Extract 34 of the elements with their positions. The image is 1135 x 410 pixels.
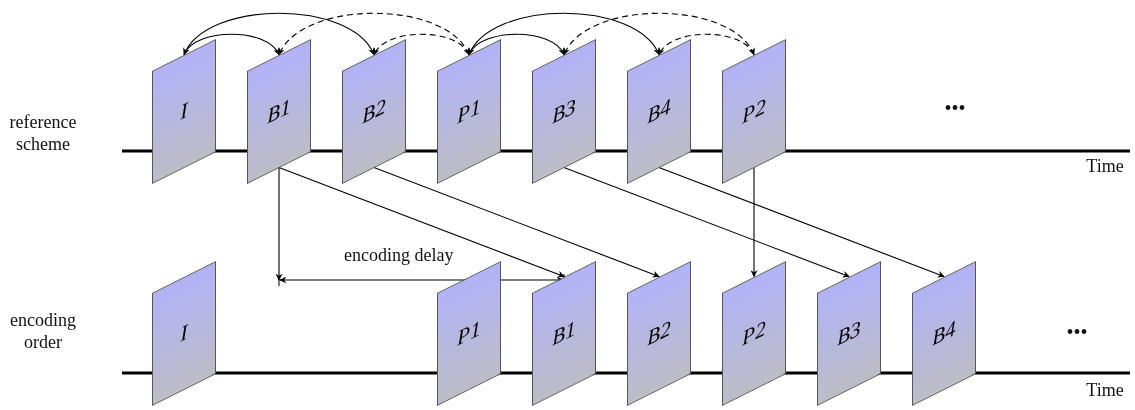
arrow (563, 166, 850, 278)
frame-label: B2 (647, 314, 671, 352)
arrow (373, 166, 660, 278)
frame-parallelogram (247, 38, 311, 184)
arrow (278, 12, 470, 56)
ellipsis: ••• (1065, 320, 1089, 344)
frame-label: B1 (267, 92, 291, 130)
frame-label: P1 (457, 92, 481, 130)
frame-label: P2 (742, 314, 766, 352)
axis-label: Time (1085, 380, 1125, 402)
frame-label: B4 (932, 314, 956, 352)
frame-parallelogram (437, 38, 501, 184)
arrow (658, 166, 945, 278)
ellipsis: ••• (943, 96, 967, 120)
axis-label: Time (1085, 156, 1125, 178)
descriptive-label: reference scheme (8, 112, 78, 156)
dimension-label: encoding delay (344, 245, 455, 267)
arrow (468, 12, 660, 56)
arrow (750, 166, 758, 278)
frame-label: P2 (742, 92, 766, 130)
frame-label: P1 (457, 314, 481, 352)
frame-label: B1 (552, 314, 576, 352)
frame-label: I (180, 96, 188, 126)
frame-label: B4 (647, 92, 671, 130)
arrow (373, 33, 470, 56)
arrow (563, 12, 755, 56)
arrow (658, 33, 755, 56)
frame-label: B2 (362, 92, 386, 130)
frame-parallelogram (532, 38, 596, 184)
frame-label: B3 (552, 92, 576, 130)
arrow (183, 12, 375, 56)
frame-label: B3 (837, 314, 861, 352)
descriptive-label: encoding order (9, 310, 77, 354)
frame-label: I (180, 318, 188, 348)
